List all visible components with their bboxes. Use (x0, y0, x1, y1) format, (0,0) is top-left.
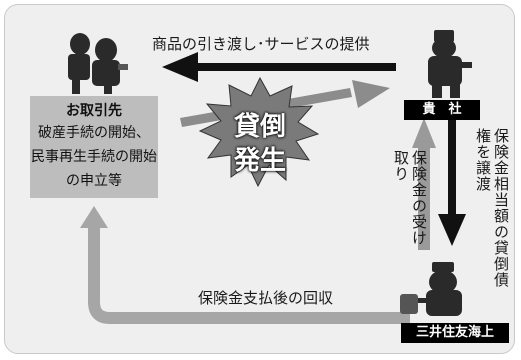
client-figures-icon (68, 33, 128, 94)
transfer-label: 保険金相当額の貸倒債権を譲渡 (474, 128, 510, 288)
provision-arrow (162, 52, 396, 82)
bad-debt-line-1: 貸倒 (233, 112, 286, 142)
provision-label: 商品の引き渡し･サービスの提供 (152, 35, 370, 53)
transfer-arrow (438, 118, 466, 246)
receipt-label: 保険金の受け取り (392, 150, 428, 246)
insurer-label: 三井住友海上 (401, 323, 509, 343)
bad-debt-text: 貸倒 発生 (224, 110, 296, 178)
bad-debt-burst (198, 76, 320, 188)
insurer-figure-icon (400, 262, 462, 316)
company-label: 貴 社 (404, 100, 480, 120)
bad-debt-line-2: 発生 (233, 146, 286, 176)
client-desc-line-3: の申立等 (66, 173, 122, 189)
recovery-arrow (80, 206, 410, 324)
client-box: お取引先 破産手続の開始、 民事再生手続の開始 の申立等 (30, 96, 158, 198)
receipt-arrow (412, 118, 436, 250)
recovery-label: 保険金支払後の回収 (198, 289, 334, 307)
client-title: お取引先 (66, 103, 122, 119)
client-desc-line-2: 民事再生手続の開始 (31, 149, 157, 165)
client-desc-line-1: 破産手続の開始、 (38, 125, 150, 141)
company-figure-icon (428, 30, 472, 98)
